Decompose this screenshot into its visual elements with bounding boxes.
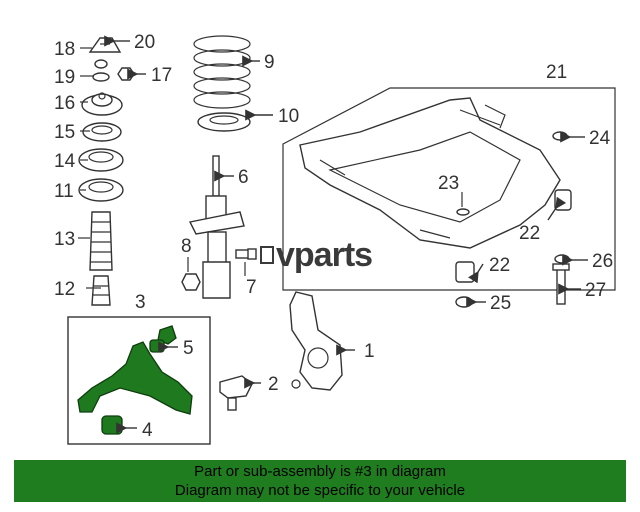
part-16-strut-mount	[81, 92, 123, 116]
part-2-ball-joint	[219, 375, 253, 411]
callout-20: 20	[134, 32, 155, 53]
watermark: vparts	[276, 236, 373, 274]
callout-12: 12	[54, 279, 75, 300]
part-15-bearing	[82, 122, 122, 142]
callout-26: 26	[592, 251, 613, 272]
callout-22-lower: 22	[489, 255, 510, 276]
callout-18: 18	[54, 39, 75, 60]
callout-6: 6	[238, 167, 249, 188]
callout-27: 27	[585, 280, 606, 301]
callout-13: 13	[54, 229, 75, 250]
part-22-bushing-lower	[455, 261, 475, 283]
part-12-bump-stop	[91, 275, 111, 306]
part-18-nut	[94, 59, 108, 69]
callout-2: 2	[268, 374, 279, 395]
callout-23: 23	[438, 173, 459, 194]
callout-4: 4	[142, 420, 153, 441]
part-7-bolt	[235, 248, 257, 260]
part-10-spring-pad	[197, 112, 251, 132]
part-9-coil-spring	[193, 35, 251, 109]
callout-3: 3	[135, 292, 146, 313]
part-14-spring-seat	[78, 148, 124, 172]
part-17-nut	[117, 67, 135, 81]
part-26-washer	[554, 254, 570, 264]
callout-16: 16	[54, 93, 75, 114]
part-23-bolt	[456, 208, 470, 216]
callout-15: 15	[54, 122, 75, 143]
part-27-bolt	[552, 263, 570, 305]
part-1-knuckle	[289, 291, 343, 391]
callout-11: 11	[54, 181, 74, 202]
part-22-bushing-upper	[554, 189, 572, 211]
callout-9: 9	[264, 52, 275, 73]
part-24-washer	[552, 131, 568, 141]
callout-25: 25	[490, 293, 511, 314]
callout-8: 8	[181, 236, 192, 257]
callout-19: 19	[54, 67, 75, 88]
watermark-logo-icon	[260, 246, 274, 264]
callout-arrows	[78, 35, 588, 434]
part-19-washer	[92, 72, 110, 82]
part-25-washer	[455, 296, 473, 308]
callout-7: 7	[246, 277, 257, 298]
part-3-lower-control-arm	[77, 325, 193, 415]
callout-5: 5	[183, 338, 194, 359]
part-20-bump-cap	[88, 37, 122, 53]
callout-21: 21	[546, 62, 567, 83]
part-4-bushing	[101, 415, 123, 435]
part-8-nut	[181, 273, 201, 291]
callout-24: 24	[589, 128, 611, 149]
part-6-strut	[188, 155, 245, 299]
part-21-crossmember-box	[282, 87, 616, 291]
callout-17: 17	[151, 65, 172, 86]
part-11-insulator	[78, 178, 124, 202]
part-21-crossmember	[299, 97, 561, 249]
info-banner: Part or sub-assembly is #3 in diagram Di…	[14, 460, 626, 502]
callout-10: 10	[278, 106, 299, 127]
callout-14: 14	[54, 151, 76, 172]
banner-line-1: Part or sub-assembly is #3 in diagram	[194, 463, 446, 480]
callout-22-upper: 22	[519, 223, 540, 244]
banner-line-2: Diagram may not be specific to your vehi…	[174, 482, 466, 499]
part-13-boot	[89, 211, 113, 271]
part-5-bushing	[149, 339, 165, 353]
callout-1: 1	[364, 341, 375, 362]
